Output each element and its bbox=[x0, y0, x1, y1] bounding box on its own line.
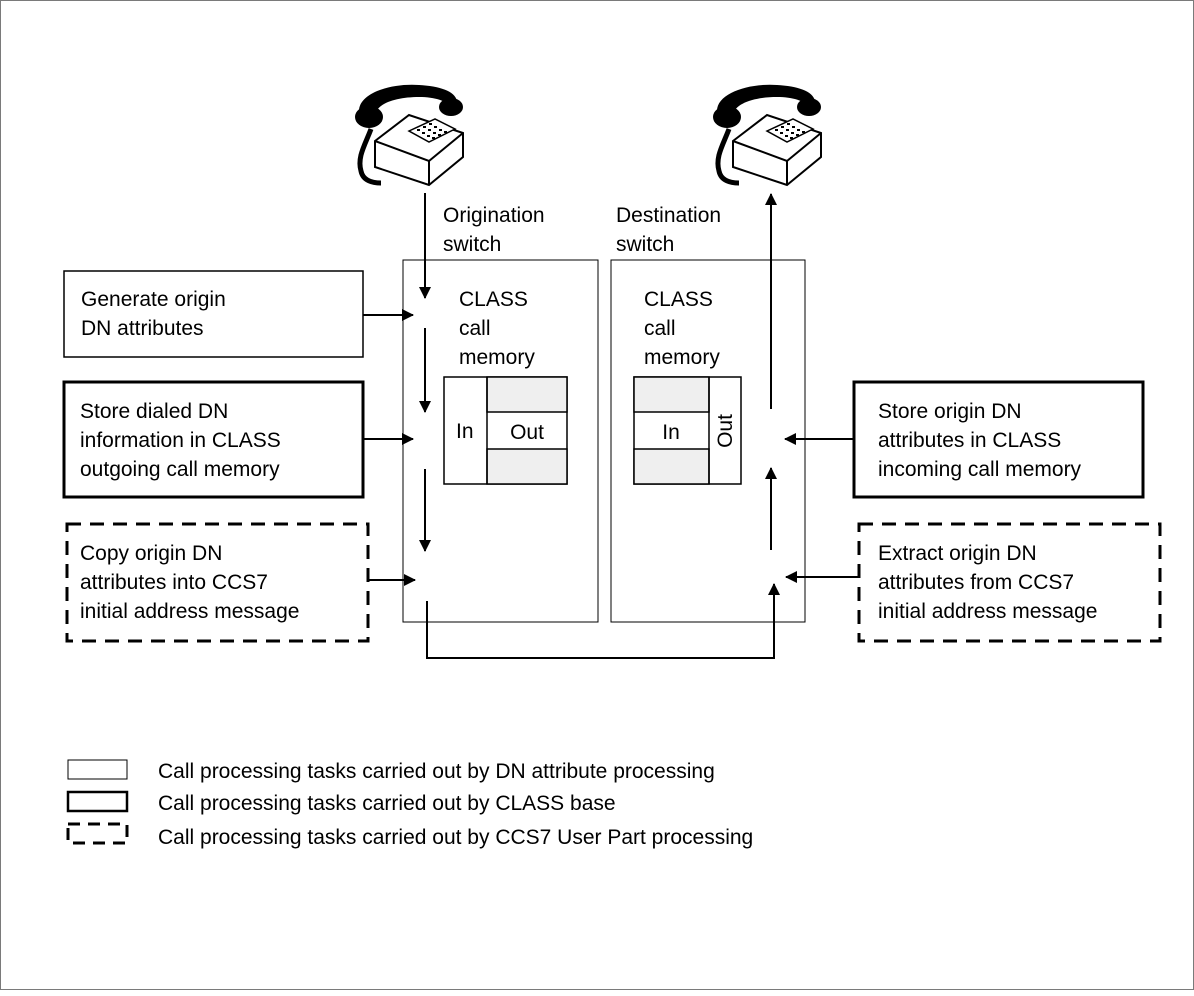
legend-item-thick: Call processing tasks carried out by CLA… bbox=[158, 792, 616, 815]
store-origin-text: Store origin DN bbox=[878, 400, 1022, 423]
copy-origin-text: Copy origin DN bbox=[80, 542, 222, 565]
legend-swatch-thin bbox=[67, 759, 128, 780]
store-origin-text-line3: incoming call memory bbox=[878, 458, 1082, 481]
origination-memory-label-line3: memory bbox=[459, 346, 535, 369]
origination-switch-label: Origination bbox=[443, 204, 545, 227]
generate-origin-text: Generate origin bbox=[81, 288, 226, 311]
origination-out-label: Out bbox=[510, 421, 544, 444]
extract-origin-text: Extract origin DN bbox=[878, 542, 1037, 565]
origination-telephone-icon bbox=[355, 85, 463, 185]
legend-swatch-thick bbox=[66, 790, 129, 813]
destination-memory-label-line2: call bbox=[644, 317, 676, 340]
extract-origin-text-line3: initial address message bbox=[878, 600, 1097, 623]
copy-origin-ccs7-box bbox=[65, 522, 370, 643]
legend-item-thin: Call processing tasks carried out by DN … bbox=[158, 760, 715, 783]
origination-call-memory bbox=[443, 376, 568, 485]
store-origin-text-line2: attributes in CLASS bbox=[878, 429, 1061, 452]
legend: Call processing tasks carried out by DN … bbox=[66, 759, 753, 849]
destination-call-memory bbox=[633, 376, 742, 485]
extract-origin-text-line2: attributes from CCS7 bbox=[878, 571, 1074, 594]
task-arrows bbox=[363, 309, 859, 586]
destination-switch-box bbox=[610, 259, 806, 623]
legend-swatch-dashed bbox=[66, 822, 129, 845]
store-dialed-text-line3: outgoing call memory bbox=[80, 458, 280, 481]
destination-memory-label: CLASS bbox=[644, 288, 713, 311]
store-dialed-dn-box bbox=[62, 380, 365, 499]
copy-origin-text-line2: attributes into CCS7 bbox=[80, 571, 268, 594]
destination-telephone-icon bbox=[713, 85, 821, 185]
extract-origin-ccs7-box bbox=[857, 522, 1162, 643]
origination-in-label: In bbox=[456, 420, 474, 443]
origination-memory-label-line2: call bbox=[459, 317, 491, 340]
store-dialed-text-line2: information in CLASS bbox=[80, 429, 281, 452]
generate-origin-text-line2: DN attributes bbox=[81, 317, 204, 340]
origination-switch-label-line2: switch bbox=[443, 233, 501, 256]
destination-memory-label-line3: memory bbox=[644, 346, 720, 369]
origination-flow-arrows bbox=[419, 193, 780, 659]
destination-switch-label: Destination bbox=[616, 204, 721, 227]
destination-switch-label-line2: switch bbox=[616, 233, 674, 256]
generate-origin-attributes-box bbox=[63, 270, 364, 358]
copy-origin-text-line3: initial address message bbox=[80, 600, 299, 623]
destination-out-label: Out bbox=[714, 414, 737, 448]
destination-in-label: In bbox=[662, 421, 680, 444]
origination-memory-label: CLASS bbox=[459, 288, 528, 311]
store-origin-attributes-box bbox=[852, 380, 1145, 499]
legend-item-dashed: Call processing tasks carried out by CCS… bbox=[158, 826, 753, 849]
store-dialed-text: Store dialed DN bbox=[80, 400, 228, 423]
